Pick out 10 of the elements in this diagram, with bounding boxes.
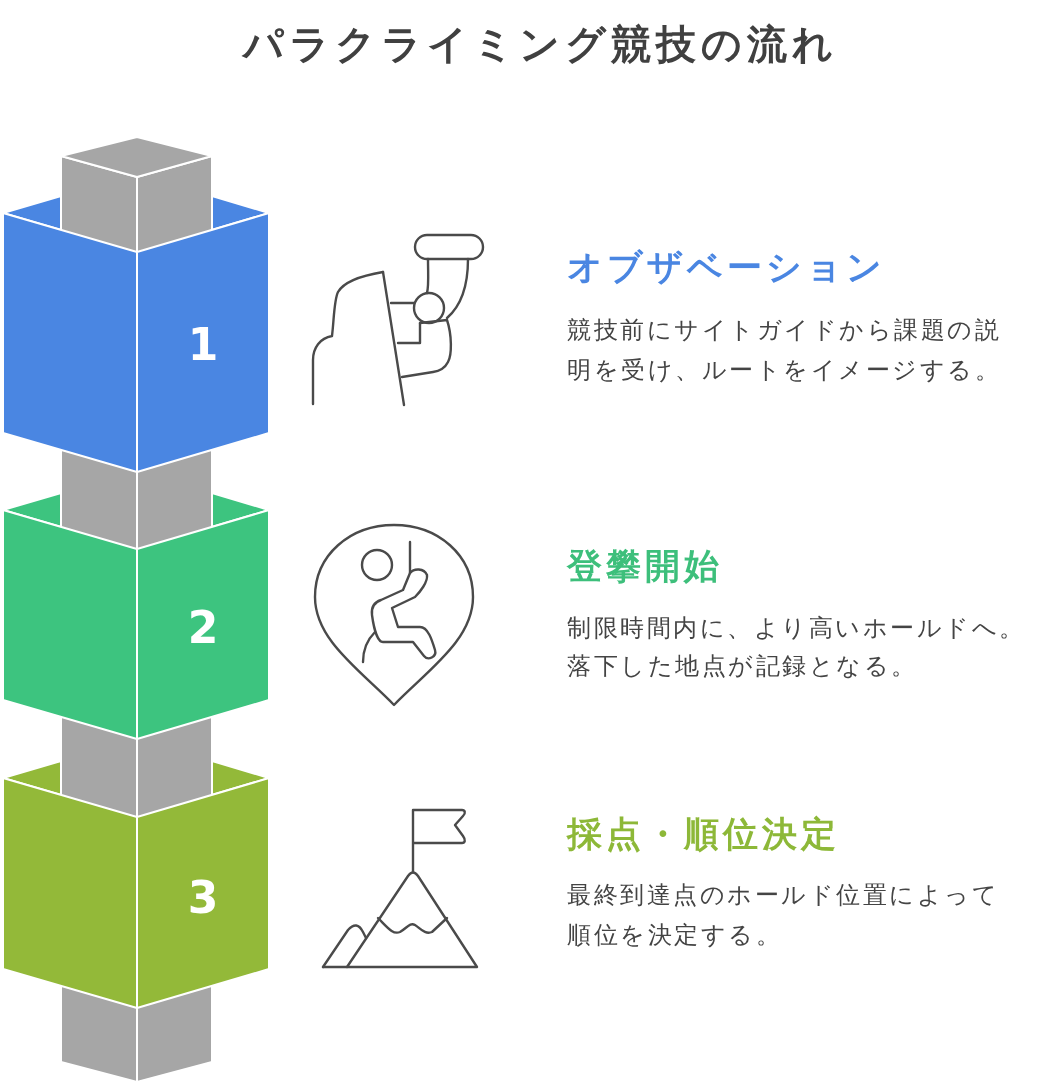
step-number: 2 xyxy=(187,603,219,653)
step-heading: 採点・順位決定 xyxy=(567,813,840,856)
step-heading: 登攀開始 xyxy=(567,545,723,588)
step-heading: オブザベーション xyxy=(567,246,886,289)
step-description: 制限時間内に、より高いホールドへ。落下した地点が記録となる。 xyxy=(567,613,1027,682)
step-description: 競技前にサイトガイドから課題の説明を受け、ルートをイメージする。 xyxy=(567,315,1002,386)
step-description: 最終到達点のホールド位置によって順位を決定する。 xyxy=(567,880,1000,951)
step-number: 3 xyxy=(187,873,219,923)
step-number: 1 xyxy=(187,320,219,370)
title: パラクライミング競技の流れ xyxy=(243,20,838,69)
